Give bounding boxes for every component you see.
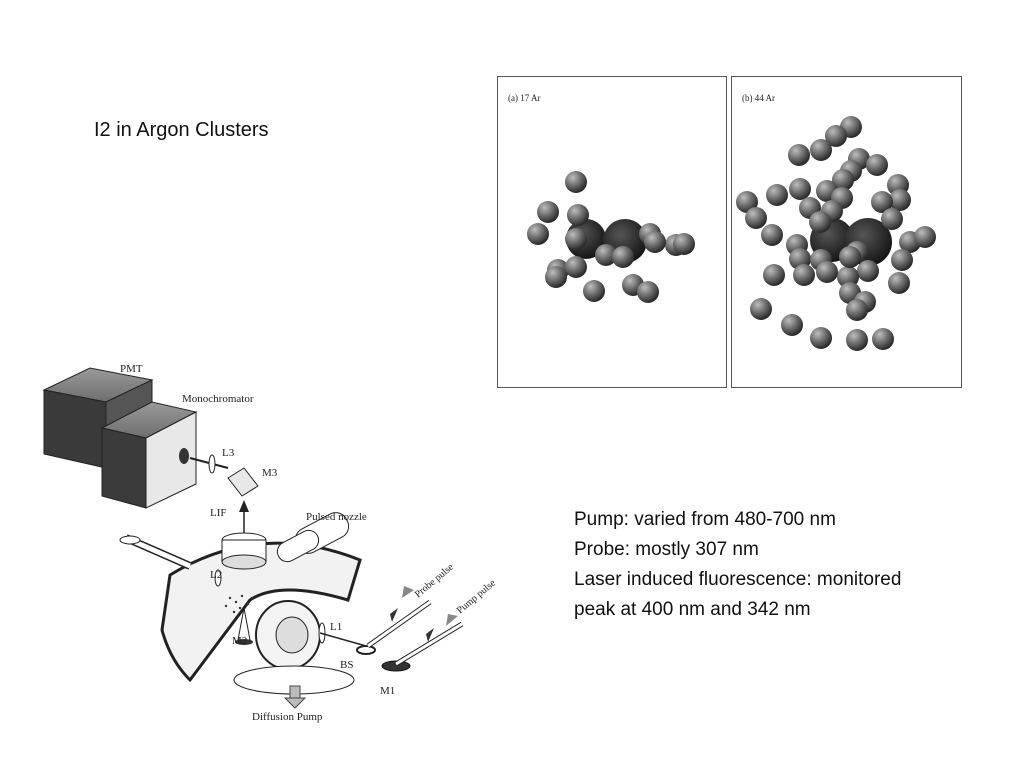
a-argon-atom: [565, 228, 587, 250]
slide-title: I2 in Argon Clusters: [94, 119, 269, 141]
b-argon-atom: [914, 226, 936, 248]
b-argon-atom: [872, 328, 894, 350]
b-argon-atom: [745, 207, 767, 229]
cluster-render-44-ar: [736, 116, 936, 351]
panel-label-a: (a) 17 Ar: [508, 93, 541, 103]
label-pmt: PMT: [120, 363, 143, 375]
b-argon-atom: [736, 191, 758, 213]
beam-splitter: [356, 645, 376, 655]
label-l2: L2: [210, 569, 222, 581]
a-argon-atom: [583, 280, 605, 302]
b-argon-atom: [763, 264, 785, 286]
b-argon-atom: [881, 208, 903, 230]
label-probe-pulse: Probe pulse: [413, 561, 456, 600]
note-probe: Probe: mostly 307 nm: [574, 539, 759, 560]
b-argon-atom: [866, 154, 888, 176]
b-argon-atom: [788, 144, 810, 166]
label-m3: M3: [262, 467, 278, 479]
note-lif-peaks: peak at 400 nm and 342 nm: [574, 599, 811, 620]
a-argon-atom: [545, 266, 567, 288]
panel-label-b: (b) 44 Ar: [742, 93, 775, 103]
diffusion-pump-arrow: [283, 685, 307, 709]
cluster-panel-44-ar: (b) 44 Ar: [731, 76, 962, 388]
cluster-render-17-ar: [527, 171, 695, 303]
a-argon-atom: [612, 246, 634, 268]
monochromator-box: [100, 401, 198, 509]
label-diffusion-pump: Diffusion Pump: [252, 711, 323, 723]
label-bs: BS: [340, 659, 353, 671]
a-argon-atom: [565, 256, 587, 278]
label-monochromator: Monochromator: [182, 393, 254, 405]
b-argon-atom: [793, 264, 815, 286]
b-argon-atom: [871, 191, 893, 213]
b-argon-atom: [846, 299, 868, 321]
label-m2: M2: [232, 635, 247, 647]
b-argon-atom: [789, 178, 811, 200]
lens-l3: [189, 454, 229, 474]
label-pump-pulse: Pump pulse: [455, 577, 498, 616]
a-argon-atom: [527, 223, 549, 245]
cluster-figure: (a) 17 Ar (b) 44 Ar: [497, 76, 962, 388]
a-argon-atom: [644, 231, 666, 253]
label-l3: L3: [222, 447, 235, 459]
b-argon-atom: [857, 260, 879, 282]
b-argon-atom: [816, 261, 838, 283]
b-argon-atom: [750, 298, 772, 320]
b-argon-atom: [825, 125, 847, 147]
b-argon-atom: [889, 189, 911, 211]
experiment-notes: Pump: varied from 480-700 nm Probe: most…: [574, 505, 994, 625]
a-argon-atom: [565, 171, 587, 193]
note-lif: Laser induced fluorescence: monitored: [574, 569, 902, 590]
b-argon-atom: [761, 224, 783, 246]
cluster-panel-17-ar: (a) 17 Ar: [497, 76, 727, 388]
a-argon-atom: [637, 281, 659, 303]
b-argon-atom: [810, 327, 832, 349]
b-argon-atom: [832, 169, 854, 191]
a-argon-atom: [567, 204, 589, 226]
mirror-m3: [227, 467, 259, 497]
vacuum-chamber: [119, 512, 362, 709]
b-argon-atom: [891, 249, 913, 271]
b-argon-atom: [888, 272, 910, 294]
note-pump: Pump: varied from 480-700 nm: [574, 509, 836, 530]
a-argon-atom: [537, 201, 559, 223]
a-argon-atom: [673, 233, 695, 255]
apparatus-diagram: PMT Monochromator L3 M3 LIF Pulsed nozzl…: [42, 363, 498, 723]
b-argon-atom: [781, 314, 803, 336]
b-argon-atom: [809, 211, 831, 233]
b-argon-atom: [837, 266, 859, 288]
label-lif: LIF: [210, 507, 227, 519]
label-m1: M1: [380, 685, 395, 697]
b-argon-atom: [766, 184, 788, 206]
label-l1: L1: [330, 621, 342, 633]
b-argon-atom: [839, 246, 861, 268]
pulsed-nozzle: [276, 512, 350, 563]
b-argon-atom: [846, 329, 868, 351]
a-argon-atom: [595, 244, 617, 266]
mirror-m1: [381, 660, 411, 672]
label-pulsed-nozzle: Pulsed nozzle: [306, 511, 367, 523]
probe-pulse-beam: [366, 586, 432, 649]
pump-pulse-beam: [394, 614, 464, 667]
b-argon-atom: [810, 139, 832, 161]
